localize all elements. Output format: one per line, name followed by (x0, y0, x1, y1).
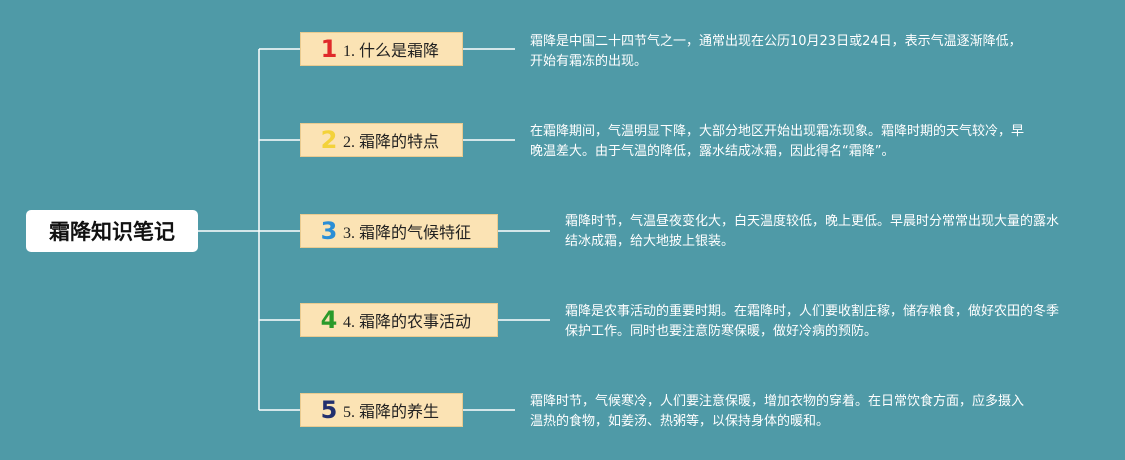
topic-node-5[interactable]: 5 5. 霜降的养生 (300, 393, 463, 427)
topic-label-1: 1. 什么是霜降 (343, 43, 440, 60)
topic-label-2: 2. 霜降的特点 (343, 134, 440, 151)
topic-description-4: 霜降是农事活动的重要时期。在霜降时，人们要收割庄稼，储存粮食，做好农田的冬季保护… (565, 304, 1060, 339)
topic-node-3[interactable]: 3 3. 霜降的气候特征 (300, 214, 498, 248)
topic-label-3: 3. 霜降的气候特征 (343, 225, 472, 242)
number-badge-2: 2 (320, 126, 338, 154)
topic-description-3: 霜降时节，气温昼夜变化大，白天温度较低，晚上更低。早晨时分常常出现大量的露水结冰… (565, 214, 1060, 249)
topic-node-2[interactable]: 2 2. 霜降的特点 (300, 123, 463, 157)
topic-description-2: 在霜降期间，气温明显下降，大部分地区开始出现霜冻现象。霜降时期的天气较冷，早晚温… (530, 124, 1025, 159)
root-node[interactable]: 霜降知识笔记 (26, 210, 198, 252)
number-badge-4: 4 (320, 306, 338, 334)
number-badge-1: 1 (320, 35, 338, 63)
topic-node-4[interactable]: 4 4. 霜降的农事活动 (300, 303, 498, 337)
topic-description-5: 霜降时节，气候寒冷，人们要注意保暖，增加衣物的穿着。在日常饮食方面，应多摄入温热… (530, 394, 1025, 429)
topic-label-4: 4. 霜降的农事活动 (343, 314, 472, 331)
number-badge-3: 3 (320, 217, 338, 245)
number-badge-5: 5 (320, 396, 338, 424)
topic-description-1: 霜降是中国二十四节气之一，通常出现在公历10月23日或24日，表示气温逐渐降低，… (530, 34, 1022, 69)
topic-node-1[interactable]: 1 1. 什么是霜降 (300, 32, 463, 66)
topic-label-5: 5. 霜降的养生 (343, 404, 440, 421)
